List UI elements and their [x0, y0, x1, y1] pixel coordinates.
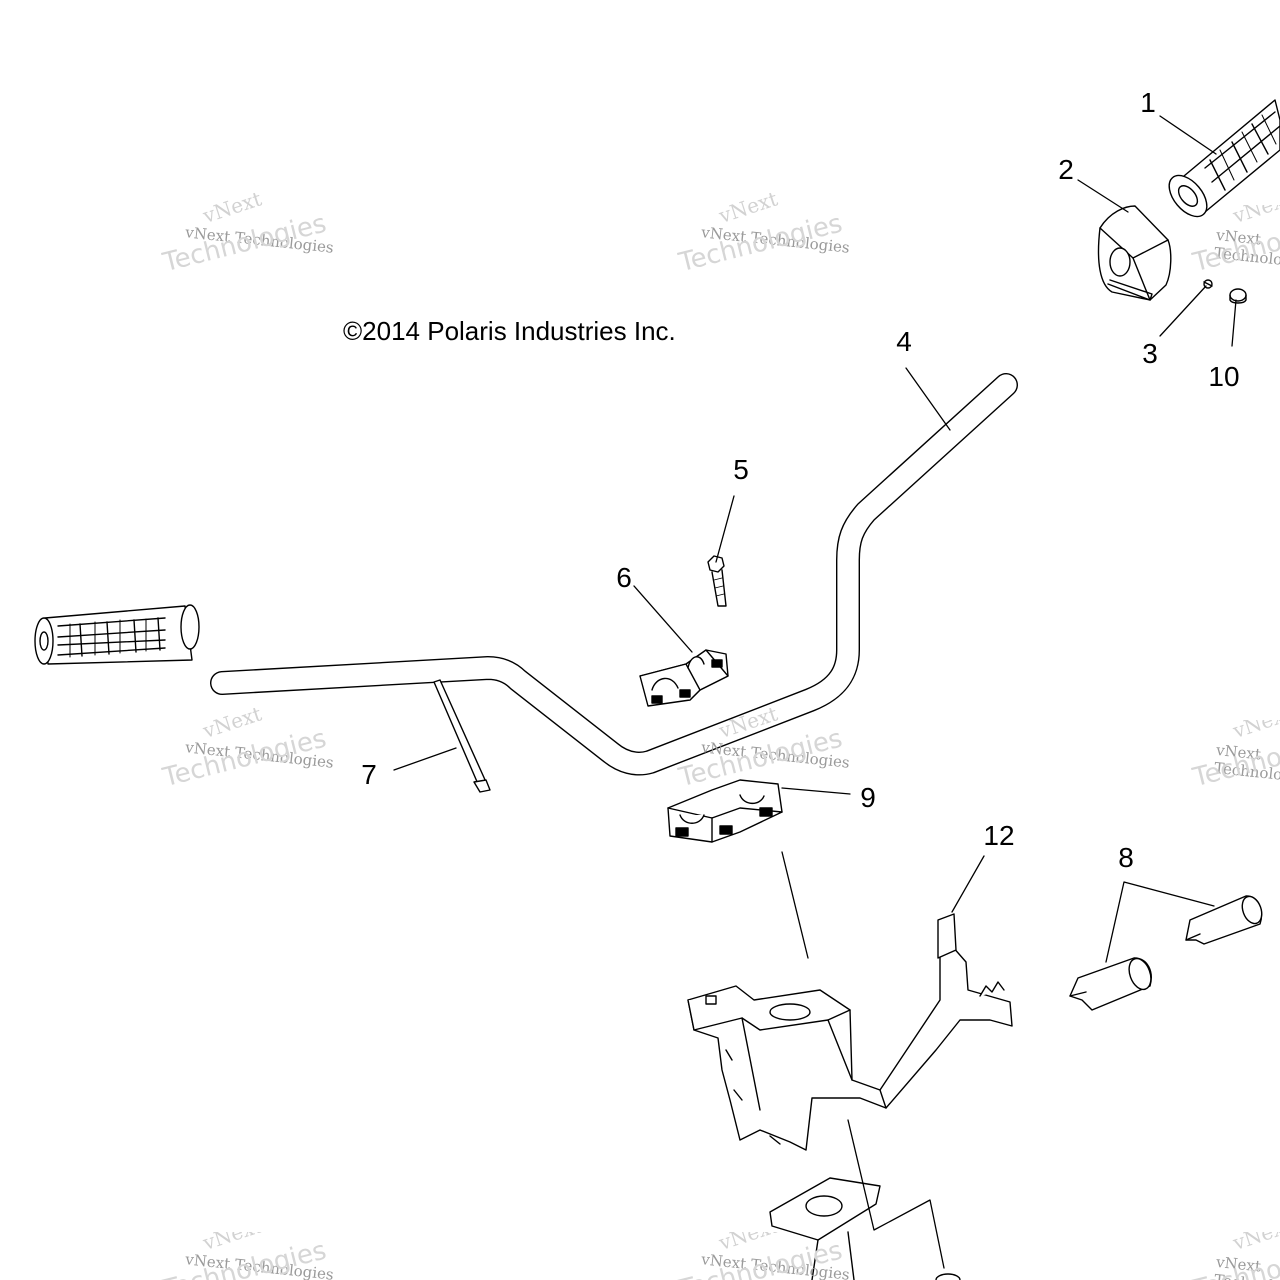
leader-lines	[393, 115, 1237, 1269]
callout-4: 4	[896, 326, 912, 357]
bolt	[707, 555, 727, 607]
callout-6: 6	[616, 562, 632, 593]
callout-12: 12	[983, 820, 1015, 851]
callout-5: 5	[733, 454, 749, 485]
callout-2: 2	[1058, 154, 1074, 185]
handlebar	[210, 373, 1018, 776]
callout-7: 7	[361, 759, 377, 790]
small-plug	[1229, 288, 1247, 304]
upper-clamp	[639, 649, 729, 707]
callout-8: 8	[1118, 842, 1134, 873]
left-grip	[34, 604, 200, 665]
lower-clamp	[667, 779, 783, 843]
switch-upper	[1185, 895, 1263, 945]
callout-10: 10	[1208, 361, 1240, 392]
switch-lower	[1069, 957, 1152, 1011]
throttle-housing	[1097, 205, 1172, 301]
callout-1: 1	[1140, 87, 1156, 118]
copyright-notice: ©2014 Polaris Industries Inc.	[343, 316, 676, 346]
right-grip	[1168, 99, 1280, 218]
bracket	[687, 913, 1013, 1151]
callout-3: 3	[1142, 338, 1158, 369]
cable-tie	[433, 679, 491, 793]
callout-9: 9	[860, 782, 876, 813]
steering-post	[769, 1177, 961, 1280]
